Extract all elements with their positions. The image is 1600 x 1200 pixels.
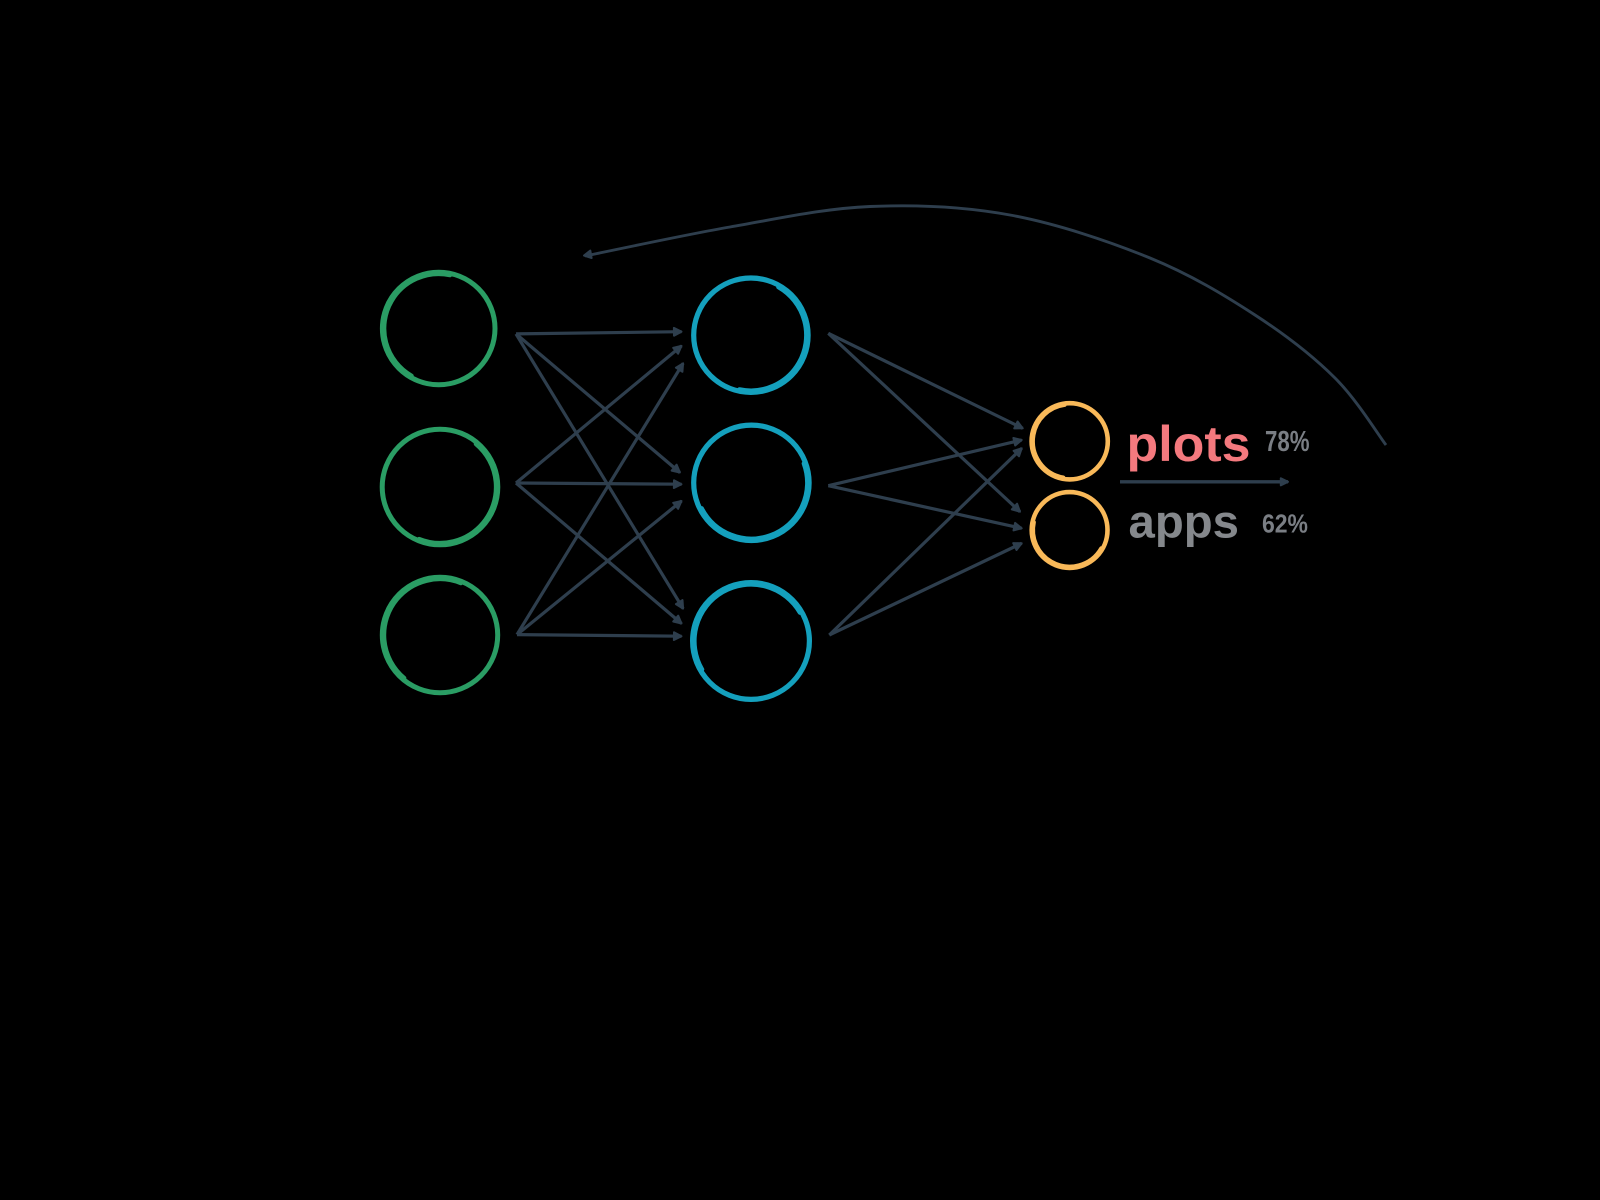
svg-text:apps: apps — [1129, 496, 1240, 548]
svg-text:plots: plots — [1127, 416, 1251, 472]
svg-text:62%: 62% — [1262, 509, 1308, 539]
svg-text:78%: 78% — [1265, 426, 1310, 458]
